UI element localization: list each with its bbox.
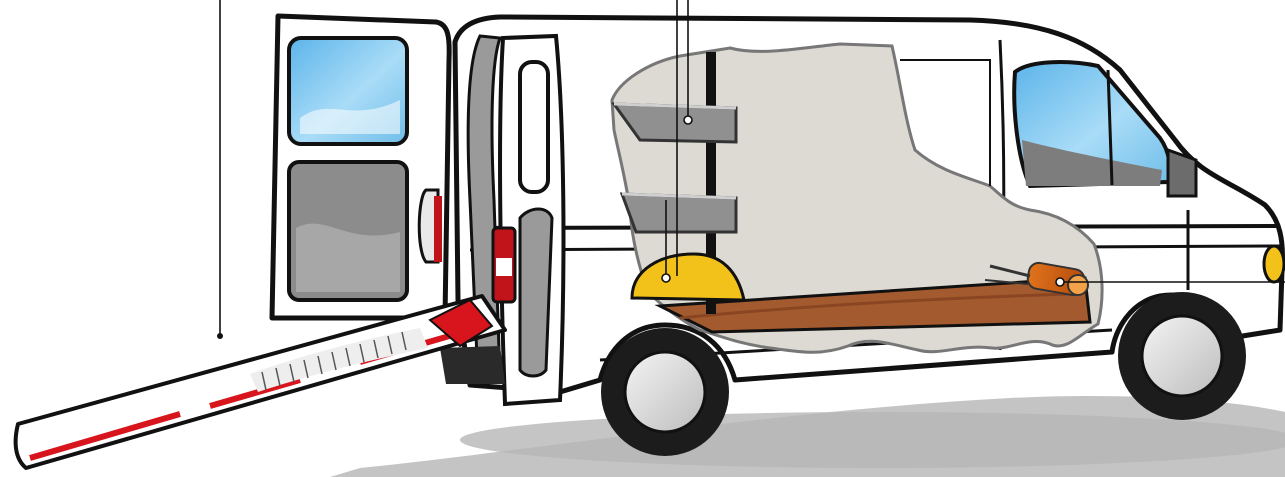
loading-ramp [16,296,505,468]
shadow-ellipse [460,412,1285,468]
front-wheel [1118,292,1246,420]
side-door-handle-slot [520,62,548,192]
rear-door-left [272,16,449,318]
callout-dot-shelves [684,116,692,124]
indicator-light [1264,246,1284,282]
callout-dot-ramp [217,333,223,339]
callout-dot-extinguisher [1056,278,1064,286]
rear-bumper [440,346,505,384]
rear-wheel [601,328,729,456]
callout-dot-wheel-arch [662,274,670,282]
